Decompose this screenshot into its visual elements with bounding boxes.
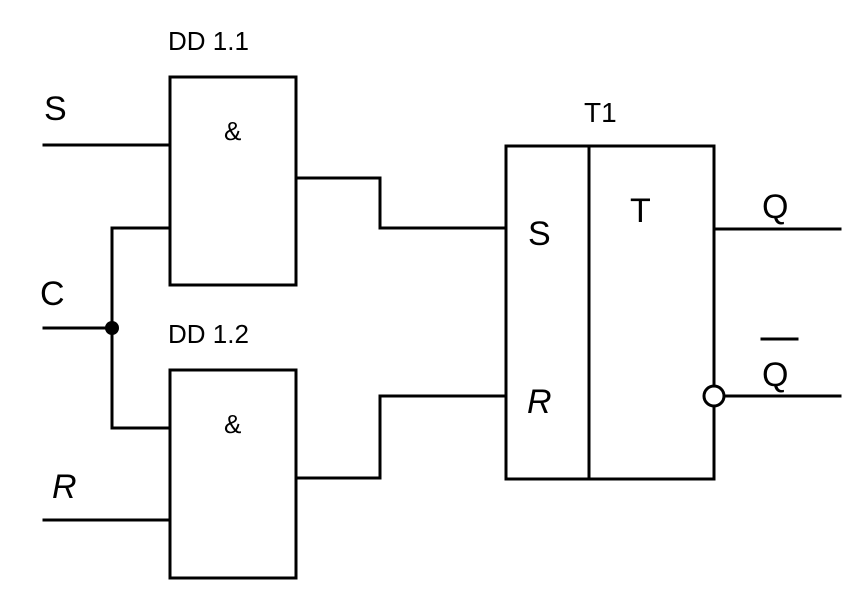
gate-dd11-symbol: & xyxy=(224,116,241,146)
gate-dd11 xyxy=(168,75,298,287)
c-branch-to-dd12 xyxy=(110,326,172,430)
input-r-label: R xyxy=(52,468,77,506)
output-q-bar-label: Q xyxy=(762,356,788,394)
gate-dd11-id: DD 1.1 xyxy=(168,26,249,56)
flipflop-input-r-label: R xyxy=(527,383,552,421)
c-branch-to-dd11 xyxy=(110,226,172,330)
dd11-to-ff-s-wire xyxy=(294,176,508,230)
input-s-label: S xyxy=(44,90,67,128)
output-q-label: Q xyxy=(762,188,788,226)
dd12-to-ff-r-wire xyxy=(294,394,508,480)
gate-dd12 xyxy=(168,368,298,580)
flipflop-input-s-label: S xyxy=(528,215,551,253)
inverted-output-bubble xyxy=(702,384,726,408)
gate-dd12-id: DD 1.2 xyxy=(168,319,249,349)
gate-dd12-symbol: & xyxy=(224,409,241,439)
input-c-label: C xyxy=(40,275,65,313)
flipflop-type-label: T xyxy=(630,192,651,230)
flipflop-t1 xyxy=(504,144,716,481)
flipflop-id: T1 xyxy=(584,97,617,128)
